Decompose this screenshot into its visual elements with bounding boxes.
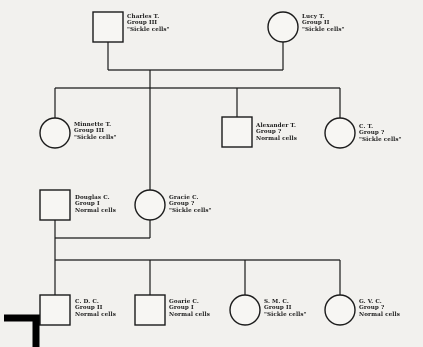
label-lucy: Lucy T.Group II"Sickle cells": [302, 14, 345, 33]
label-charles: Charles T.Group III"Sickle cells": [127, 14, 170, 33]
female-symbol-smc: [229, 294, 261, 326]
female-symbol-gvc: [324, 294, 356, 326]
male-symbol-alexander: [221, 116, 253, 148]
female-symbol-gracie: [134, 189, 166, 221]
female-symbol-lucy: [267, 11, 299, 43]
label-smc: S. M. C.Group II"Sickle cells": [264, 299, 307, 318]
male-symbol-goarie: [134, 294, 166, 326]
male-symbol-douglas: [39, 189, 71, 221]
label-ct: C. T.Group ?"Sickle cells": [359, 124, 402, 143]
label-gracie: Gracie C.Group ?"Sickle cells": [169, 195, 212, 214]
label-gvc: G. V. C.Group ?Normal cells: [359, 299, 400, 318]
female-symbol-ct: [324, 117, 356, 149]
label-minnette: Minnette T.Group III"Sickle cells": [74, 122, 117, 141]
male-symbol-cdc: [39, 294, 71, 326]
corner-bracket-mark: [4, 314, 40, 347]
label-alexander: Alexander T.Group ?Normal cells: [256, 123, 297, 142]
male-symbol-charles: [92, 11, 124, 43]
female-symbol-minnette: [39, 117, 71, 149]
